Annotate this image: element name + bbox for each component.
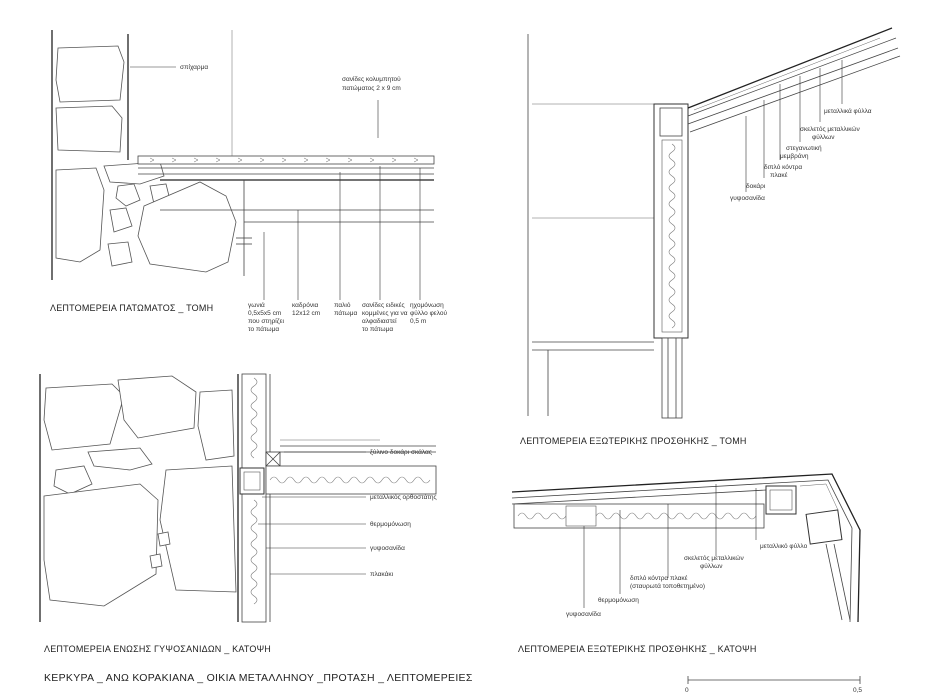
label-ichomonosi-line3: 0,5 m	[410, 318, 426, 325]
label-eidikes-line4: το πάτωμα	[362, 325, 393, 333]
exterior-plan-title: ΛΕΠΤΟΜΕΡΕΙΑ ΕΞΩΤΕΡΙΚΗΣ ΠΡΟΣΘΗΚΗΣ _ ΚΑΤΟΨ…	[518, 644, 757, 654]
label-gypsosanida-joint: γυψοσανίδα	[370, 544, 405, 552]
floor-detail-title: ΛΕΠΤΟΜΕΡΕΙΑ ΠΑΤΩΜΑΤΟΣ _ ΤΟΜΗ	[50, 303, 213, 313]
label-orthostatis: μεταλλικός ορθοστάτης	[370, 493, 437, 501]
label-ichomonosi-line2: φύλλο φελού	[410, 309, 447, 317]
scale-start: 0	[685, 687, 689, 694]
floor-section-drawing	[51, 30, 435, 300]
label-gypsosanida-plan: γυψοσανίδα	[566, 610, 601, 618]
label-palio-line2: πάτωμα	[334, 309, 357, 317]
label-eidikes-line3: αλφαδιαστεί	[362, 317, 397, 325]
label-skeletos-line1: σκελετός μεταλλικών	[800, 125, 860, 133]
label-steganotiki-line2: μεμβράνη	[780, 152, 809, 160]
label-ichomonosi-line1: ηχομόνωση	[410, 301, 444, 309]
label-gypsosanida-top: γυψοσανίδα	[730, 194, 765, 202]
label-xylino-dokari: ξύλινο δοκάρι σκάλας	[370, 448, 432, 456]
label-sticharma: σπίχαρμα	[180, 63, 208, 71]
label-thermomonosi-joint: θερμομόνωση	[370, 520, 411, 528]
label-eidikes-line2: κομμένες για να	[362, 309, 408, 317]
joint-plan-drawing	[39, 373, 437, 623]
label-metalliko-fyllo: μεταλλικό φύλλο	[760, 542, 808, 550]
label-diplo-line1: διπλό κόντρα	[764, 163, 802, 171]
label-thermomonosi-plan: θερμομόνωση	[598, 596, 639, 604]
exterior-plan-drawing	[511, 473, 861, 623]
sheet-title: ΚΕΡΚΥΡΑ _ ΑΝΩ ΚΟΡΑΚΙΑΝΑ _ ΟΙΚΙΑ ΜΕΤΑΛΛΗΝ…	[44, 672, 473, 684]
label-gonia-line3: που στηρίζει	[248, 317, 284, 325]
label-skeletos-plan-line2: φύλλων	[700, 562, 723, 570]
label-skeletos-line2: φύλλων	[812, 133, 835, 141]
label-diplo-line2: πλακέ	[770, 171, 788, 179]
label-sanides-line2: πατώματος 2 x 9 cm	[342, 84, 401, 92]
scale-end: 0,5	[853, 687, 862, 694]
label-diplo-plan-line2: (σταυρωτά τοποθετημένο)	[630, 582, 705, 590]
label-metallika-fylla: μεταλλικά φύλλα	[824, 107, 872, 115]
label-gonia-line1: γωνιά	[248, 301, 265, 309]
scale-bar	[687, 676, 861, 684]
label-gonia-line4: το πάτωμα	[248, 325, 279, 333]
label-dokari: δοκάρι	[746, 182, 766, 190]
label-sanides-line1: σανίδες κολυμπητού	[342, 75, 401, 83]
label-plakaki: πλακάκι	[370, 570, 394, 578]
label-steganotiki-line1: στεγανωτική	[786, 145, 822, 152]
exterior-section-title: ΛΕΠΤΟΜΕΡΕΙΑ ΕΞΩΤΕΡΙΚΗΣ ΠΡΟΣΘΗΚΗΣ _ ΤΟΜΗ	[520, 436, 747, 446]
label-kadronia-line2: 12x12 cm	[292, 310, 320, 317]
joint-plan-title: ΛΕΠΤΟΜΕΡΕΙΑ ΕΝΩΣΗΣ ΓΥΨΟΣΑΝΙΔΩΝ _ ΚΑΤΟΨΗ	[44, 644, 271, 654]
label-gonia-line2: 0,5x5x5 cm	[248, 310, 281, 317]
label-palio-line1: παλιό	[334, 301, 351, 309]
label-skeletos-plan-line1: σκελετός μεταλλικών	[684, 554, 744, 562]
exterior-section-drawing	[527, 27, 901, 419]
label-diplo-plan-line1: διπλό κόντρα πλακέ	[630, 574, 688, 582]
label-kadronia-line1: καδρόνια	[292, 301, 319, 309]
label-eidikes-line1: σανίδες ειδικές	[362, 301, 405, 309]
